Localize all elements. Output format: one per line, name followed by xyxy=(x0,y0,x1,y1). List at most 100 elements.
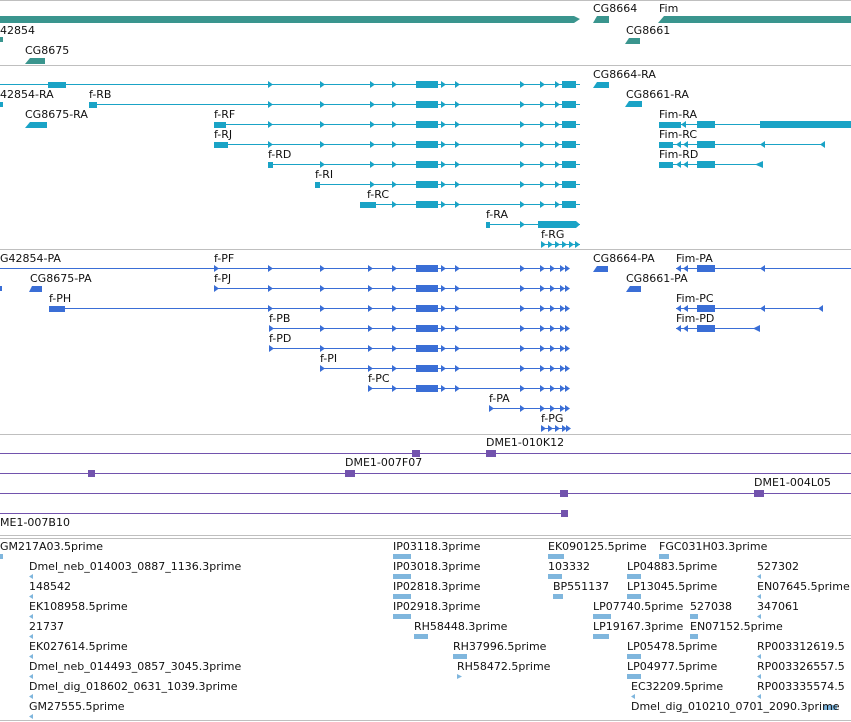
transcript-f-rj[interactable] xyxy=(214,141,580,148)
est-mark[interactable] xyxy=(823,705,837,710)
protein-f-pj[interactable] xyxy=(214,285,570,292)
ests-label[interactable]: LP13045.5prime xyxy=(627,580,718,593)
transcripts-label[interactable]: f-RF xyxy=(214,108,235,121)
transcripts-label[interactable]: Fim-RC xyxy=(659,128,697,141)
ests-label[interactable]: GM27555.5prime xyxy=(29,700,125,713)
ests-label[interactable]: RH58472.5prime xyxy=(457,660,551,673)
protein-fim-pd[interactable] xyxy=(676,325,760,332)
est-mark[interactable] xyxy=(414,634,428,639)
gene-cg8675-bar[interactable] xyxy=(25,58,45,64)
transcript-cg8675-ra[interactable] xyxy=(0,102,47,128)
ests-label[interactable]: RH58448.3prime xyxy=(414,620,508,633)
genes-label[interactable]: CG8675 xyxy=(25,44,69,57)
clone-dme1-010k12[interactable] xyxy=(0,450,851,457)
transcript-42854-ra[interactable] xyxy=(0,81,580,88)
ests-label[interactable]: EN07645.5prime xyxy=(757,580,850,593)
gene-42854-bar[interactable] xyxy=(0,16,580,23)
ests-label[interactable]: LP04977.5prime xyxy=(627,660,718,673)
transcripts-label[interactable]: f-RJ xyxy=(214,128,232,141)
transcript-f-rb[interactable] xyxy=(89,101,580,108)
ests-label[interactable]: 148542 xyxy=(29,580,71,593)
protein-cg8675-pa[interactable] xyxy=(0,286,42,292)
ests-label[interactable]: Dmel_dig_018602_0631_1039.3prime xyxy=(29,680,238,693)
est-mark[interactable] xyxy=(457,674,462,679)
proteins-label[interactable]: CG8664-PA xyxy=(593,252,655,265)
transcript-f-rd[interactable] xyxy=(268,161,580,168)
proteins-label[interactable]: f-PG xyxy=(541,412,563,425)
est-mark[interactable] xyxy=(593,614,611,619)
ests-label[interactable]: Dmel_neb_014003_0887_1136.3prime xyxy=(29,560,241,573)
proteins-label[interactable]: f-PC xyxy=(368,372,390,385)
transcript-cg8664-ra[interactable] xyxy=(593,82,609,88)
est-mark[interactable] xyxy=(757,594,761,599)
ests-label[interactable]: EC32209.5prime xyxy=(631,680,723,693)
protein-fim-pa[interactable] xyxy=(676,265,851,272)
ests-label[interactable]: 527302 xyxy=(757,560,799,573)
protein-cg8664-pa[interactable] xyxy=(593,266,608,272)
transcript-fim-ra[interactable] xyxy=(659,121,851,128)
est-mark[interactable] xyxy=(593,634,609,639)
ests-label[interactable]: IP02918.3prime xyxy=(393,600,481,613)
proteins-label[interactable]: f-PB xyxy=(269,312,290,325)
est-mark[interactable] xyxy=(659,554,669,559)
est-mark[interactable] xyxy=(627,574,641,579)
transcripts-label[interactable]: f-RD xyxy=(268,148,291,161)
ests-label[interactable]: LP04883.5prime xyxy=(627,560,718,573)
est-mark[interactable] xyxy=(29,594,33,599)
protein-f-pg[interactable] xyxy=(541,425,571,432)
ests-label[interactable]: IP03018.3prime xyxy=(393,560,481,573)
ests-label[interactable]: 347061 xyxy=(757,600,799,613)
est-mark[interactable] xyxy=(393,614,411,619)
clones-label[interactable]: ME1-007B10 xyxy=(0,516,70,529)
est-mark[interactable] xyxy=(29,694,33,699)
transcripts-label[interactable]: f-RB xyxy=(89,88,111,101)
protein-f-ph[interactable] xyxy=(49,305,570,312)
gene-cg8664-bar[interactable] xyxy=(593,16,609,23)
protein-cg8661-pa[interactable] xyxy=(626,286,641,292)
ests-label[interactable]: EN07152.5prime xyxy=(690,620,783,633)
est-mark[interactable] xyxy=(0,554,3,559)
clone-dme1-004l05[interactable] xyxy=(0,490,851,497)
gene-fim-bar[interactable] xyxy=(658,16,851,23)
est-mark[interactable] xyxy=(29,654,33,659)
protein-track[interactable] xyxy=(0,265,851,432)
est-mark[interactable] xyxy=(690,614,698,619)
est-track[interactable] xyxy=(0,554,837,719)
transcripts-label[interactable]: f-RI xyxy=(315,168,333,181)
genes-label[interactable]: CG8664 xyxy=(593,2,637,15)
transcripts-label[interactable]: Fim-RA xyxy=(659,108,697,121)
ests-label[interactable]: 103332 xyxy=(548,560,590,573)
transcripts-label[interactable]: CG8664-RA xyxy=(593,68,656,81)
ests-label[interactable]: Dmel_neb_014493_0857_3045.3prime xyxy=(29,660,241,673)
transcripts-label[interactable]: CG8675-RA xyxy=(25,108,88,121)
proteins-label[interactable]: CG8661-PA xyxy=(626,272,688,285)
ests-label[interactable]: EK090125.5prime xyxy=(548,540,647,553)
clone-track[interactable] xyxy=(0,450,851,517)
est-mark[interactable] xyxy=(627,654,641,659)
protein-f-pi[interactable] xyxy=(320,365,570,372)
ests-label[interactable]: EK108958.5prime xyxy=(29,600,128,613)
est-mark[interactable] xyxy=(393,594,411,599)
est-mark[interactable] xyxy=(29,634,33,639)
transcripts-label[interactable]: f-RA xyxy=(486,208,508,221)
proteins-label[interactable]: G42854-PA xyxy=(0,252,61,265)
est-mark[interactable] xyxy=(757,614,761,619)
est-mark[interactable] xyxy=(548,574,562,579)
transcript-f-rf[interactable] xyxy=(214,121,580,128)
gene-cg8661-bar[interactable] xyxy=(625,38,640,44)
ests-label[interactable]: RP003312619.5 xyxy=(757,640,845,653)
est-mark[interactable] xyxy=(29,574,33,579)
ests-label[interactable]: 527038 xyxy=(690,600,732,613)
proteins-label[interactable]: f-PA xyxy=(489,392,510,405)
genes-label[interactable]: Fim xyxy=(659,2,678,15)
ests-label[interactable]: IP02818.3prime xyxy=(393,580,481,593)
ests-label[interactable]: RP003326557.5 xyxy=(757,660,845,673)
ests-label[interactable]: RH37996.5prime xyxy=(453,640,547,653)
transcripts-label[interactable]: CG8661-RA xyxy=(626,88,689,101)
ests-label[interactable]: BP551137 xyxy=(553,580,609,593)
proteins-label[interactable]: Fim-PA xyxy=(676,252,713,265)
ests-label[interactable]: GM217A03.5prime xyxy=(0,540,103,553)
est-mark[interactable] xyxy=(393,574,411,579)
transcripts-label[interactable]: f-RG xyxy=(541,228,564,241)
proteins-label[interactable]: f-PF xyxy=(214,252,234,265)
